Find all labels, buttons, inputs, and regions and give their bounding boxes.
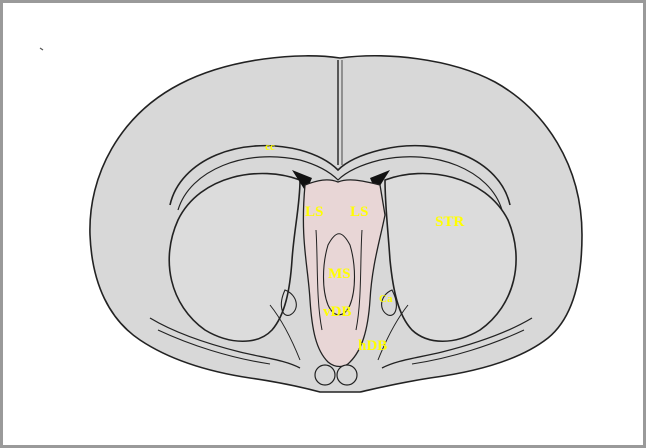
stray-mark xyxy=(40,48,43,50)
label-str: STR xyxy=(435,214,464,230)
label-hdb: hDB xyxy=(358,338,387,354)
label-ca: Ca xyxy=(379,293,393,305)
label-vdb: vDB xyxy=(323,304,351,320)
label-ls-right: LS xyxy=(350,204,368,220)
label-ms: MS xyxy=(328,266,351,282)
ventral-bump-right xyxy=(337,365,357,385)
ventral-bump-left xyxy=(315,365,335,385)
label-cc: cc xyxy=(265,141,275,153)
label-ls-left: LS xyxy=(305,204,323,220)
